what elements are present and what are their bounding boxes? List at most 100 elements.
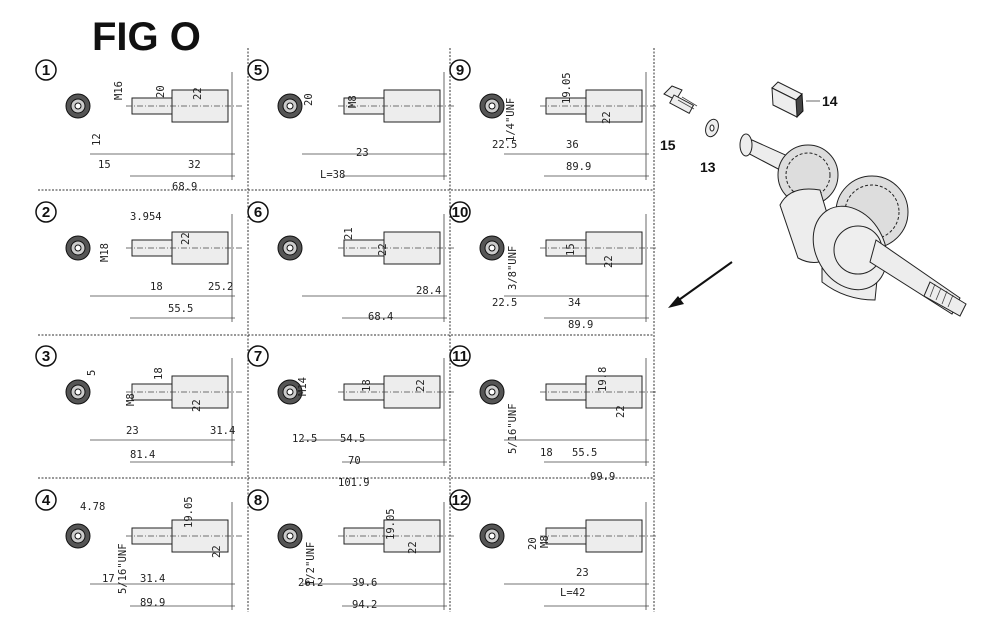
variant-number: 11 [452, 348, 468, 365]
dimension-label: 3/8"UNF [507, 246, 519, 290]
variant-number-badge [35, 489, 57, 511]
dimension-label: 94.2 [352, 599, 377, 611]
end-view-center [488, 388, 496, 396]
dimension-label: 70 [348, 455, 361, 467]
dimension-label: 22 [407, 541, 419, 554]
dimension-label: L=42 [560, 587, 585, 599]
crankshaft-body [739, 133, 967, 317]
dimension-label: 31.4 [210, 425, 235, 437]
variant-panel-8: 8 1/2"UNF 19.05 22 26.2 39.6 94.2 [247, 489, 454, 611]
dimension-label: 39.6 [352, 577, 377, 589]
dimension-label: 19.8 [597, 367, 609, 392]
dimension-label: 18 [153, 367, 165, 380]
end-view-center [488, 102, 496, 110]
end-view-center [286, 244, 294, 252]
dimension-label: 1/4"UNF [505, 98, 517, 142]
dimension-label: L=38 [320, 169, 345, 181]
dimension-label: M8 [539, 535, 551, 548]
dimension-label: 20 [527, 537, 539, 550]
dimension-label: 34 [568, 297, 581, 309]
variant-number: 4 [42, 492, 51, 509]
dimension-label: 28.4 [416, 285, 441, 297]
dimension-label: 101.9 [338, 477, 370, 489]
end-view-center [286, 532, 294, 540]
variant-number-badge [35, 345, 57, 367]
callout-14: 14 [822, 93, 838, 109]
panel-grid [38, 48, 655, 612]
dimension-label: 23 [576, 567, 589, 579]
dimension-label: 55.5 [168, 303, 193, 315]
key-part-14 [771, 81, 820, 119]
dimension-label: 25.2 [208, 281, 233, 293]
dimension-label: 22 [211, 545, 223, 558]
dimension-label: 12 [91, 133, 103, 146]
dimension-label: 68.4 [368, 311, 393, 323]
dimension-label: 1/2"UNF [305, 542, 317, 586]
dimension-label: 18 [540, 447, 553, 459]
dimension-label: 31.4 [140, 573, 165, 585]
dimension-label: 22 [377, 243, 389, 256]
direction-arrow [668, 261, 733, 308]
dimension-label: M18 [99, 243, 111, 262]
dimension-label: M8 [125, 393, 137, 406]
dimension-label: 26.2 [298, 577, 323, 589]
washer-part-13 [705, 118, 719, 138]
dimension-label: 22 [180, 232, 192, 245]
dimension-label: 20 [303, 93, 315, 106]
dimension-label: M14 [297, 377, 309, 396]
end-view-center [286, 102, 294, 110]
dimension-label: 15 [565, 243, 577, 256]
dimension-label: 5/16"UNF [117, 543, 129, 594]
dimension-label: 68.9 [172, 181, 197, 193]
dimension-label: 19.05 [561, 72, 573, 104]
dimension-label: 22 [603, 255, 615, 268]
variant-number: 5 [254, 62, 262, 79]
variant-number: 8 [254, 492, 262, 509]
dimension-label: 21 [343, 227, 355, 240]
dimension-label: 89.9 [140, 597, 165, 609]
dimension-label: 81.4 [130, 449, 155, 461]
dimension-label: 32 [188, 159, 201, 171]
variant-number: 2 [42, 204, 50, 221]
dimension-label: 22 [601, 111, 613, 124]
variant-number-badge [449, 59, 471, 81]
dimension-label: 23 [126, 425, 139, 437]
dimension-label: 54.5 [340, 433, 365, 445]
variant-number-badge [449, 489, 471, 511]
variant-number-badge [247, 489, 269, 511]
variant-number: 9 [456, 62, 464, 79]
dimension-label: 17 [102, 573, 115, 585]
dimension-label: 15 [98, 159, 111, 171]
dimension-label: 3.954 [130, 211, 162, 223]
callout-13: 13 [700, 159, 716, 175]
dimension-label: 4.78 [80, 501, 105, 513]
dimension-label: 20 [155, 85, 167, 98]
variant-number: 12 [452, 492, 469, 509]
variant-number-badge [35, 59, 57, 81]
dimension-label: 99.9 [590, 471, 615, 483]
dimension-label: 19.05 [385, 508, 397, 540]
dimension-label: 89.9 [566, 161, 591, 173]
dimension-label: M16 [113, 81, 125, 100]
dimension-label: 22.5 [492, 297, 517, 309]
variant-number-badge [247, 201, 269, 223]
end-view-center [286, 388, 294, 396]
dimension-label: 22.5 [492, 139, 517, 151]
end-view-center [74, 532, 82, 540]
variant-number: 10 [452, 204, 469, 221]
dimension-label: 22 [415, 379, 427, 392]
dimension-label: 55.5 [572, 447, 597, 459]
dimension-label: 18 [150, 281, 163, 293]
dimension-label: 22 [191, 399, 203, 412]
dimension-label: 22 [615, 405, 627, 418]
dimension-label: 23 [356, 147, 369, 159]
